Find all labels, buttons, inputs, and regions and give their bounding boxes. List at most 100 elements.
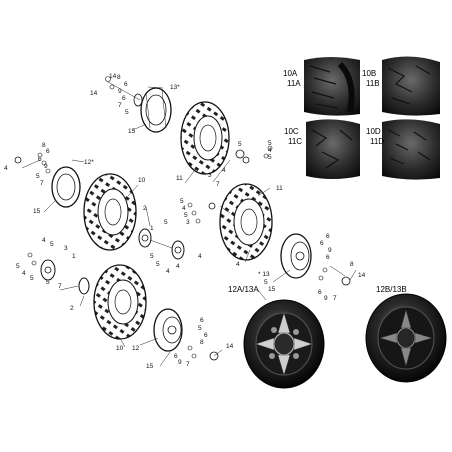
callout-7: 7 [333, 295, 337, 302]
callout-2: 2 [70, 305, 74, 312]
callout-12star: 12* [84, 159, 94, 166]
callout-8: 8 [350, 261, 354, 268]
callout-9: 9 [44, 163, 48, 170]
rim-variant-labels: 12A/13A 12B/13B [228, 285, 413, 301]
callout-5: 5 [238, 141, 242, 148]
callout-7: 7 [40, 180, 44, 187]
hardware-parts [27, 76, 328, 359]
callout-5: 5 [180, 198, 184, 205]
rim-photo-b [365, 293, 447, 383]
callout-3: 3 [186, 219, 190, 226]
callout-5: 5 [156, 261, 160, 268]
hub-lower [40, 259, 90, 295]
callout-11: 11 [276, 185, 283, 192]
callout-6: 6 [46, 148, 50, 155]
tire-right [208, 183, 273, 261]
tire-variant-10a: 10A [283, 69, 298, 78]
callout-5: 5 [36, 173, 40, 180]
callout-5: 5 [268, 154, 272, 161]
callout-7: 7 [118, 102, 122, 109]
tire-variant-11b: 11B [366, 79, 380, 88]
callout-2: 2 [143, 205, 147, 212]
rim-top [133, 87, 172, 133]
callout-6: 6 [174, 353, 178, 360]
tire-top [180, 101, 250, 175]
callout-6: 6 [320, 240, 324, 247]
callout-9: 9 [118, 88, 122, 95]
callout-6: 6 [200, 317, 204, 324]
callout-5: 5 [150, 253, 154, 260]
callout-15: 15 [146, 363, 154, 370]
callout-3: 3 [64, 245, 68, 252]
tire-variant-10c: 10C [284, 127, 299, 136]
callout-10: 10 [138, 177, 146, 184]
rim-bottom [153, 308, 219, 361]
callout-6: 6 [38, 156, 42, 163]
callout-15: 15 [128, 128, 136, 135]
tire-variant-10d: 10D [366, 127, 381, 136]
callout-4: 4 [182, 205, 186, 212]
callout-7: 7 [186, 361, 190, 368]
callout-5: 5 [268, 140, 272, 147]
callout-13-star: * 13 [258, 271, 270, 278]
callout-4: 4 [268, 147, 272, 154]
tire-photo-b [382, 56, 440, 116]
tire-left [83, 173, 137, 251]
callout-15: 15 [33, 208, 41, 215]
callout-4: 4 [222, 167, 226, 174]
callout-5: 5 [198, 325, 202, 332]
callout-15: 15 [268, 286, 276, 293]
callout-4: 4 [166, 268, 170, 275]
tire-photo-c [306, 119, 360, 179]
tire-variant-11c: 11C [288, 137, 302, 146]
rim-right [280, 233, 351, 286]
callout-7: 7 [58, 283, 62, 290]
callout-9: 9 [328, 247, 332, 254]
tire-bottom [93, 264, 147, 340]
callout-6: 6 [326, 254, 330, 261]
callout-6: 6 [326, 233, 330, 240]
callout-6: 6 [124, 81, 128, 88]
rim-variant-12b-13b: 12B/13B [376, 285, 407, 294]
callout-5: 5 [184, 212, 188, 219]
tire-variant-11a: 11A [287, 79, 301, 88]
callout-5: 5 [164, 219, 168, 226]
callout-8: 8 [117, 74, 121, 81]
callout-5: 5 [125, 109, 129, 116]
callout-1: 1 [72, 253, 76, 260]
callout-9: 9 [178, 359, 182, 366]
callout-14: 14 [358, 272, 366, 279]
callout-1: 1 [150, 225, 154, 232]
callout-4: 4 [176, 263, 180, 270]
callout-6: 6 [318, 289, 322, 296]
callout-4: 4 [22, 270, 26, 277]
callout-14: 14 [109, 73, 117, 80]
callout-4: 4 [236, 261, 240, 268]
tire-variant-11d: 11D [370, 137, 384, 146]
callout-9: 9 [324, 295, 328, 302]
hub-center [138, 228, 185, 260]
callout-10: 10 [116, 345, 124, 352]
callout-4: 4 [42, 237, 46, 244]
callout-14: 14 [90, 90, 98, 97]
callout-5: 5 [30, 275, 34, 282]
callout-labels: 14 8 6 9 6 7 5 14 13* 15 11 3 7 4 5 5 4 … [4, 73, 366, 370]
rim-variant-12a-13a: 12A/13A [228, 285, 259, 294]
rim-left [14, 156, 81, 208]
callout-4: 4 [198, 253, 202, 260]
callout-14: 14 [226, 343, 234, 350]
callout-6: 6 [204, 332, 208, 339]
callout-7: 7 [216, 181, 220, 188]
callout-5: 5 [16, 263, 20, 270]
tire-photo-a [300, 57, 362, 116]
tire-variant-labels: 10A 11A 10B 11B 10C 11C 10D 11D [283, 69, 384, 146]
callout-8: 8 [42, 142, 46, 149]
callout-5: 5 [46, 279, 50, 286]
callout-13star: 13* [170, 84, 180, 91]
tire-photo-d [382, 119, 440, 180]
callout-4: 4 [4, 165, 8, 172]
callout-5: 5 [264, 279, 268, 286]
callout-6: 6 [122, 95, 126, 102]
rim-photo-a [243, 299, 325, 389]
